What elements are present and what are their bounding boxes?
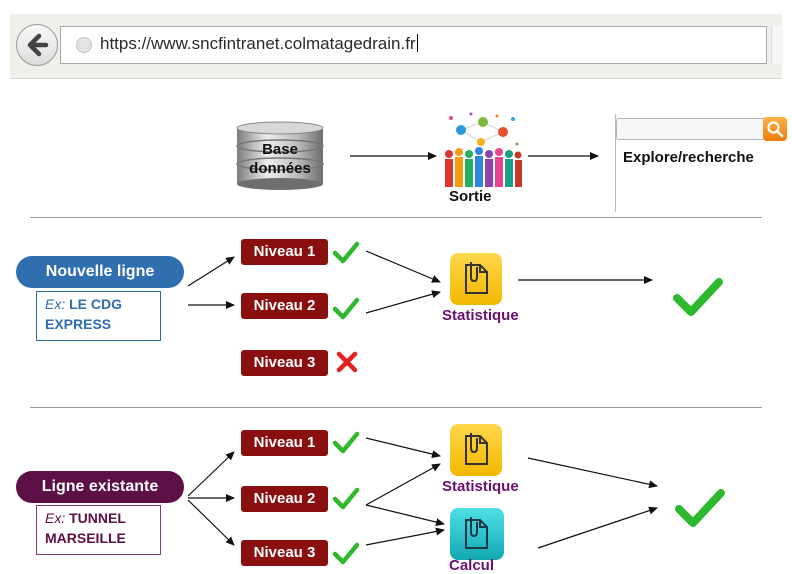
arrow-n3-to-calcul <box>365 527 445 546</box>
arrow-existing-to-niveau3 <box>187 499 235 546</box>
example-line2: MARSEILLE <box>45 530 126 546</box>
level-badge: Niveau 1 <box>241 239 328 265</box>
calcul-icon <box>450 508 504 560</box>
statistique-icon <box>450 424 502 476</box>
arrow-n2-to-calcul <box>365 504 445 526</box>
people-network-icon <box>445 112 522 187</box>
arrow-new-to-niveau1 <box>187 256 235 287</box>
search-button[interactable] <box>763 117 787 141</box>
level-badge: Niveau 1 <box>241 430 328 456</box>
example-line1: LE CDG <box>69 296 123 312</box>
statistique-icon <box>450 253 502 305</box>
url-value: https://www.sncfintranet.colmatagedrain.… <box>100 34 416 53</box>
arrow-n1-to-stat2 <box>365 437 441 458</box>
arrow-n1-to-stat <box>365 250 441 283</box>
example-prefix: Ex: <box>45 510 66 526</box>
new-line-example: Ex: LE CDG EXPRESS <box>36 291 161 341</box>
check-icon <box>332 241 360 264</box>
statistique-label: Statistique <box>442 307 519 324</box>
divider-top <box>30 217 762 218</box>
arrow-n2-to-stat2 <box>365 463 441 506</box>
example-prefix: Ex: <box>45 296 66 312</box>
existing-line-example: Ex: TUNNEL MARSEILLE <box>36 505 161 555</box>
arrow-calcul-to-result <box>537 506 658 549</box>
example-line1: TUNNEL <box>69 510 126 526</box>
document-clip-icon <box>465 433 488 465</box>
search-label: Explore/recherche <box>623 149 754 166</box>
arrow-n2-to-stat <box>365 290 441 314</box>
search-icon <box>767 121 784 138</box>
check-icon <box>332 487 360 510</box>
search-input[interactable] <box>616 118 764 140</box>
level-badge: Niveau 3 <box>241 540 328 566</box>
back-button[interactable] <box>16 24 58 66</box>
arrow-stat2-to-result <box>527 457 658 489</box>
database-icon <box>236 121 324 190</box>
database-label-line1: Base <box>262 141 298 158</box>
globe-icon <box>76 37 92 53</box>
check-icon <box>332 542 360 565</box>
new-line-pill: Nouvelle ligne <box>16 256 184 288</box>
document-clip-icon <box>465 262 488 294</box>
existing-line-pill: Ligne existante <box>16 471 184 503</box>
divider-middle <box>30 407 762 408</box>
level-badge: Niveau 2 <box>241 486 328 512</box>
search-frame <box>615 114 616 212</box>
level-badge: Niveau 3 <box>241 350 328 376</box>
document-clip-icon <box>465 517 488 549</box>
database-label: Base données <box>240 140 320 178</box>
output-label: Sortie <box>449 188 492 205</box>
back-arrow-icon <box>27 33 49 57</box>
cross-icon <box>336 351 358 373</box>
arrow-existing-to-niveau1 <box>187 451 235 497</box>
database-label-line2: données <box>249 160 311 177</box>
text-caret <box>416 34 418 52</box>
url-text[interactable]: https://www.sncfintranet.colmatagedrain.… <box>100 34 418 54</box>
example-line2: EXPRESS <box>45 316 112 332</box>
check-icon <box>332 431 360 454</box>
check-icon <box>332 297 360 320</box>
scrollbar[interactable] <box>771 26 783 64</box>
result-check-icon <box>673 278 723 316</box>
result-check-icon <box>675 489 725 527</box>
level-badge: Niveau 2 <box>241 293 328 319</box>
statistique-label: Statistique <box>442 478 519 495</box>
address-bar[interactable] <box>60 26 767 64</box>
calcul-label: Calcul <box>449 557 495 574</box>
